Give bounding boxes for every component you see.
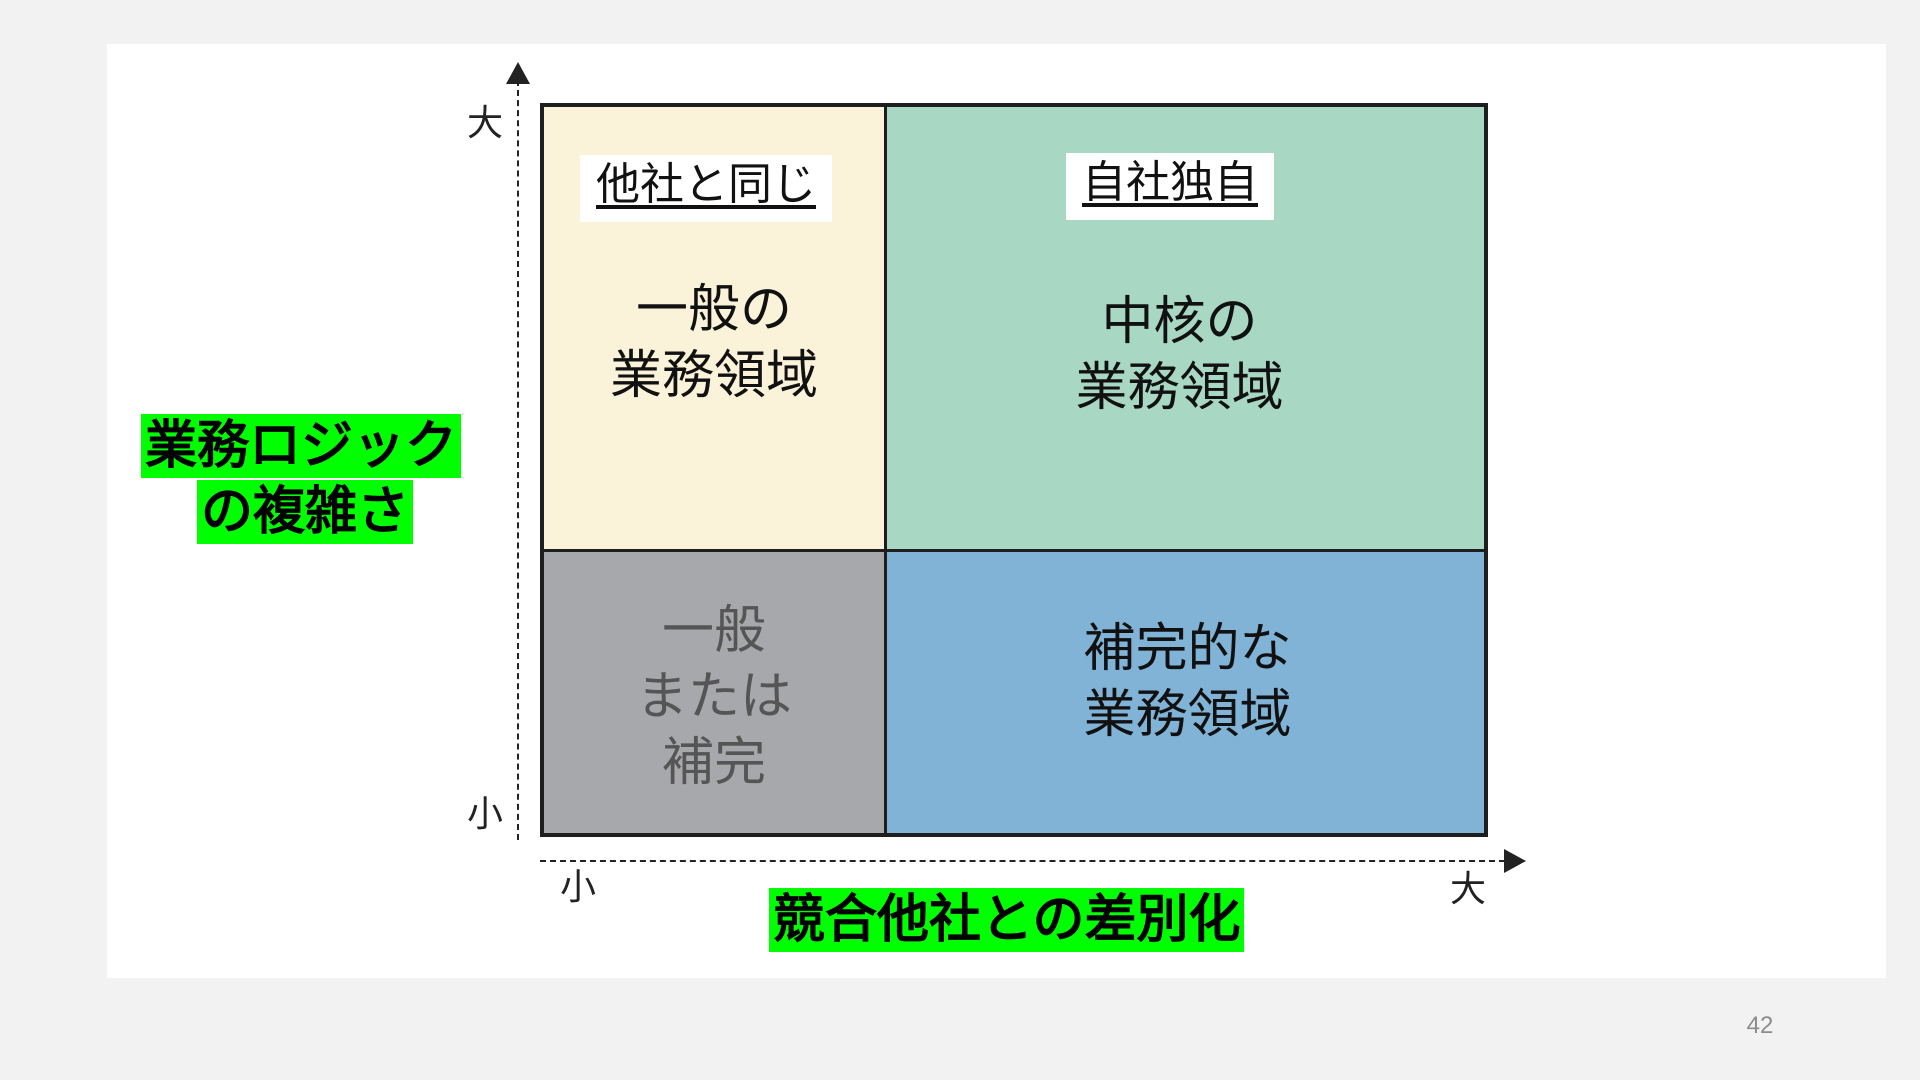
quadrant-label-supporting: 補完的な 業務領域	[1083, 619, 1292, 745]
quadrant-badge-company-specific: 自社独自	[1066, 153, 1274, 220]
y-axis-high-label: 大	[467, 103, 504, 144]
quadrant-grid: 他社と同じ 一般の 業務領域 自社独自 中核の 業務領域 一般 または 補完 補…	[540, 103, 1488, 837]
x-axis-title: 競合他社との差別化	[769, 888, 1245, 952]
quadrant-core-domain: 自社独自 中核の 業務領域	[887, 107, 1484, 552]
quadrant-label-generic: 一般の 業務領域	[609, 280, 818, 406]
y-axis-line	[517, 80, 519, 840]
y-axis-title-line1: 業務ロジック	[141, 414, 462, 478]
x-axis-high-label: 大	[1450, 869, 1487, 910]
quadrant-generic-or-supporting: 一般 または 補完	[544, 552, 887, 833]
quadrant-supporting-domain: 補完的な 業務領域	[887, 552, 1484, 833]
x-axis-low-label: 小	[560, 867, 597, 908]
y-axis-title-line2: の複雑さ	[197, 480, 414, 544]
y-axis-arrow-icon	[506, 62, 530, 84]
quadrant-badge-same-as-competitors: 他社と同じ	[580, 155, 832, 222]
quadrant-label-core: 中核の 業務領域	[1075, 292, 1284, 418]
x-axis-line	[540, 860, 1505, 862]
quadrant-generic-domain: 他社と同じ 一般の 業務領域	[544, 107, 887, 552]
x-axis-arrow-icon	[1504, 849, 1526, 873]
page-number: 42	[1746, 1012, 1774, 1039]
y-axis-low-label: 小	[467, 794, 504, 835]
quadrant-label-generic-or-supporting: 一般 または 補完	[635, 601, 792, 793]
